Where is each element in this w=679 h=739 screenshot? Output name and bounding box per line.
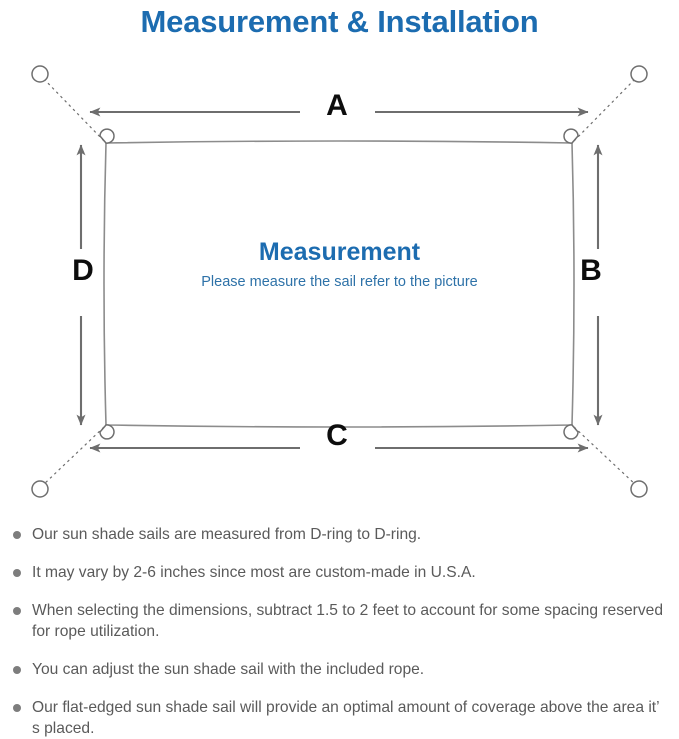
dimension-label-b: B — [580, 254, 602, 287]
list-item: Our flat-edged sun shade sail will provi… — [10, 697, 665, 739]
bullet-icon — [13, 666, 21, 674]
list-item-text: Our sun shade sails are measured from D-… — [32, 526, 422, 543]
list-item-text: You can adjust the sun shade sail with t… — [32, 661, 425, 678]
dimension-label-a: A — [326, 89, 348, 122]
list-item-text: Our flat-edged sun shade sail will provi… — [32, 699, 660, 737]
d-ring-icon-top-right — [563, 128, 579, 144]
rope-top-left — [41, 76, 105, 142]
page-title: Measurement & Installation — [140, 4, 539, 39]
d-ring-icon-bottom-right — [563, 424, 579, 440]
d-ring-icon-bottom-left — [99, 424, 115, 440]
bullet-icon — [13, 607, 21, 615]
anchor-ring-icon-top-right — [630, 65, 648, 83]
list-item: You can adjust the sun shade sail with t… — [10, 659, 665, 680]
list-item: It may vary by 2-6 inches since most are… — [10, 562, 665, 583]
dimension-label-c: C — [326, 419, 348, 452]
dimension-label-d: D — [72, 254, 94, 287]
list-item: Our sun shade sails are measured from D-… — [10, 524, 665, 545]
sail-shape — [103, 140, 575, 428]
diagram-canvas — [31, 65, 648, 498]
anchor-ring-icon-bottom-left — [31, 480, 49, 498]
bullet-icon — [13, 569, 21, 577]
notes-list: Our sun shade sails are measured from D-… — [0, 524, 679, 739]
rope-bottom-right — [573, 426, 638, 487]
rope-bottom-left — [41, 426, 105, 487]
bullet-icon — [13, 704, 21, 712]
d-ring-icon-top-left — [99, 128, 115, 144]
measurement-diagram: Measurement Please measure the sail refe… — [0, 44, 679, 516]
list-item-text: It may vary by 2-6 inches since most are… — [32, 564, 476, 581]
anchor-ring-icon-top-left — [31, 65, 49, 83]
bullet-icon — [13, 531, 21, 539]
list-item-text: When selecting the dimensions, subtract … — [32, 602, 664, 640]
list-item: When selecting the dimensions, subtract … — [10, 600, 665, 642]
rope-top-right — [573, 76, 638, 142]
anchor-ring-icon-bottom-right — [630, 480, 648, 498]
